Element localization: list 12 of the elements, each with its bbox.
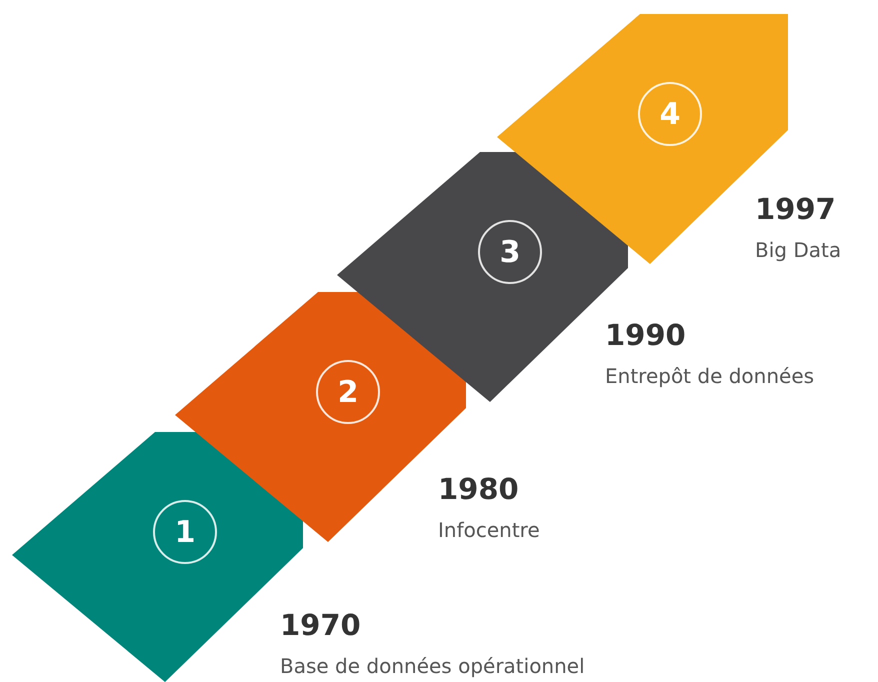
- era-description: Entrepôt de données: [605, 364, 814, 388]
- era-description: Big Data: [755, 238, 842, 262]
- year-label: 1997: [755, 192, 836, 226]
- year-label: 1990: [605, 318, 686, 352]
- era-description: Infocentre: [438, 518, 540, 542]
- step-number: 4: [638, 82, 702, 146]
- step-number: 2: [316, 360, 380, 424]
- year-label: 1980: [438, 472, 519, 506]
- step-number: 3: [478, 220, 542, 284]
- year-label: 1970: [280, 608, 361, 642]
- step-number: 1: [153, 500, 217, 564]
- era-description: Base de données opérationnel: [280, 654, 585, 678]
